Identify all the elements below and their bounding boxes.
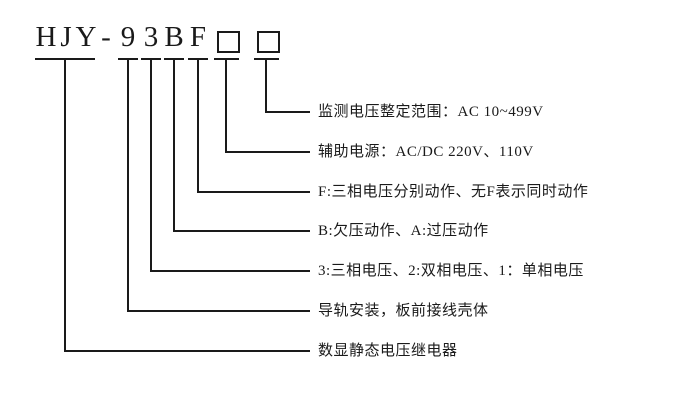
connector-h-box1 xyxy=(225,151,310,153)
label-product-type: 数显静态电压继电器 xyxy=(318,343,458,359)
connector-v-hjy xyxy=(64,58,66,352)
connector-v-9 xyxy=(127,58,129,312)
connector-h-3 xyxy=(150,270,310,272)
label-mounting: 导轨安装，板前接线壳体 xyxy=(318,303,489,319)
connector-h-hjy xyxy=(64,350,310,352)
connector-v-b xyxy=(173,58,175,232)
connector-v-f xyxy=(197,58,199,193)
model-char-9: 9 xyxy=(120,21,136,53)
model-char-Y: Y xyxy=(75,21,97,53)
model-char-B: B xyxy=(164,21,184,53)
connector-h-b xyxy=(173,230,310,232)
connector-v-box1 xyxy=(225,58,227,153)
connector-v-box2 xyxy=(265,58,267,113)
model-char-F: F xyxy=(189,21,207,53)
model-char-J: J xyxy=(60,21,72,53)
label-f-option: F:三相电压分别动作、无F表示同时动作 xyxy=(318,184,589,200)
model-char-3: 3 xyxy=(143,21,159,53)
model-char-dash: - xyxy=(101,21,111,53)
connector-h-f xyxy=(197,191,310,193)
label-b-option: B:欠压动作、A:过压动作 xyxy=(318,223,489,239)
connector-v-3 xyxy=(150,58,152,272)
model-char-H: H xyxy=(35,21,57,53)
option-box-2 xyxy=(257,31,280,53)
connector-h-9 xyxy=(127,310,310,312)
connector-h-box2 xyxy=(265,111,310,113)
option-box-1 xyxy=(217,31,240,53)
label-voltage-setting-range: 监测电压整定范围：AC 10~499V xyxy=(318,104,544,120)
label-phase-count: 3:三相电压、2:双相电压、1：单相电压 xyxy=(318,263,584,279)
label-aux-power: 辅助电源：AC/DC 220V、110V xyxy=(318,144,534,160)
